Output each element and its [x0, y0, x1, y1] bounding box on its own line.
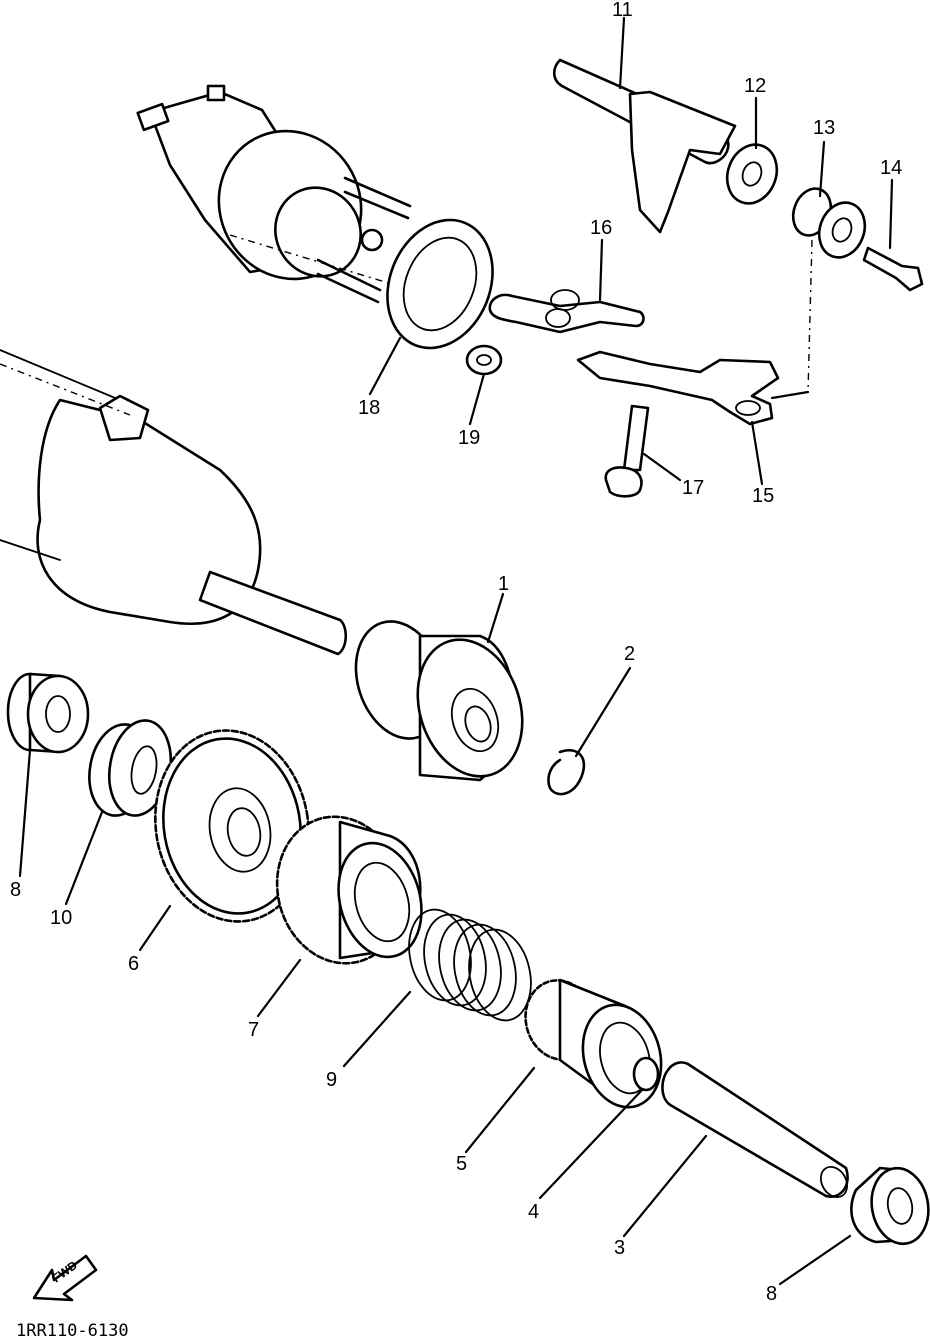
- callout-8-left: 8: [10, 879, 21, 901]
- part-8-bearing-right: [850, 1166, 930, 1246]
- callout-5: 5: [456, 1153, 467, 1175]
- part-3-shaft: [661, 1061, 849, 1198]
- callout-2: 2: [624, 643, 635, 665]
- part-13-collar: [791, 187, 867, 259]
- drawing-code: 1RR110-6130: [16, 1321, 129, 1341]
- callout-11: 11: [612, 0, 633, 21]
- callout-18: 18: [358, 397, 380, 419]
- callout-4: 4: [528, 1201, 539, 1223]
- part-18-gasket: [386, 218, 494, 350]
- part-7-gear: [275, 815, 423, 965]
- callout-6: 6: [128, 953, 139, 975]
- part-5-clutch-hub: [524, 978, 663, 1109]
- part-1-starter-clutch: [354, 620, 524, 782]
- part-2-circlip: [547, 749, 586, 796]
- part-16-spring: [488, 289, 645, 334]
- starter-motor: [136, 84, 412, 304]
- forward-direction-arrow: FWD: [32, 1254, 98, 1302]
- part-12-bushing: [725, 143, 779, 205]
- callout-16: 16: [590, 217, 612, 239]
- callout-labels: 11 12 13 14 16 18 19 17 15 1 2 8 10 6 7 …: [10, 0, 902, 1305]
- part-10-washer: [88, 719, 172, 817]
- callout-9: 9: [326, 1069, 337, 1091]
- callout-7: 7: [248, 1019, 259, 1041]
- callout-14: 14: [880, 157, 902, 179]
- part-4-bushing: [632, 1056, 660, 1092]
- callout-8-right: 8: [766, 1283, 777, 1305]
- part-11-shift-fork: [552, 58, 737, 234]
- part-6-idler-gear: [154, 729, 310, 923]
- part-14-screw: [862, 246, 924, 292]
- callout-15: 15: [752, 485, 774, 507]
- part-9-spring: [408, 908, 532, 1022]
- callout-10: 10: [50, 907, 72, 929]
- part-17-bolt: [604, 404, 650, 498]
- part-15-lever: [576, 350, 780, 426]
- callout-3: 3: [614, 1237, 625, 1259]
- callout-12: 12: [744, 75, 766, 97]
- part-8-bearing-left: [6, 672, 90, 754]
- callout-17: 17: [682, 477, 704, 499]
- callout-13: 13: [813, 117, 835, 139]
- leader-lines: [18, 16, 894, 1286]
- crankshaft-housing: [0, 349, 348, 656]
- callout-19: 19: [458, 427, 480, 449]
- part-19-nut: [465, 344, 503, 376]
- callout-1: 1: [498, 573, 509, 595]
